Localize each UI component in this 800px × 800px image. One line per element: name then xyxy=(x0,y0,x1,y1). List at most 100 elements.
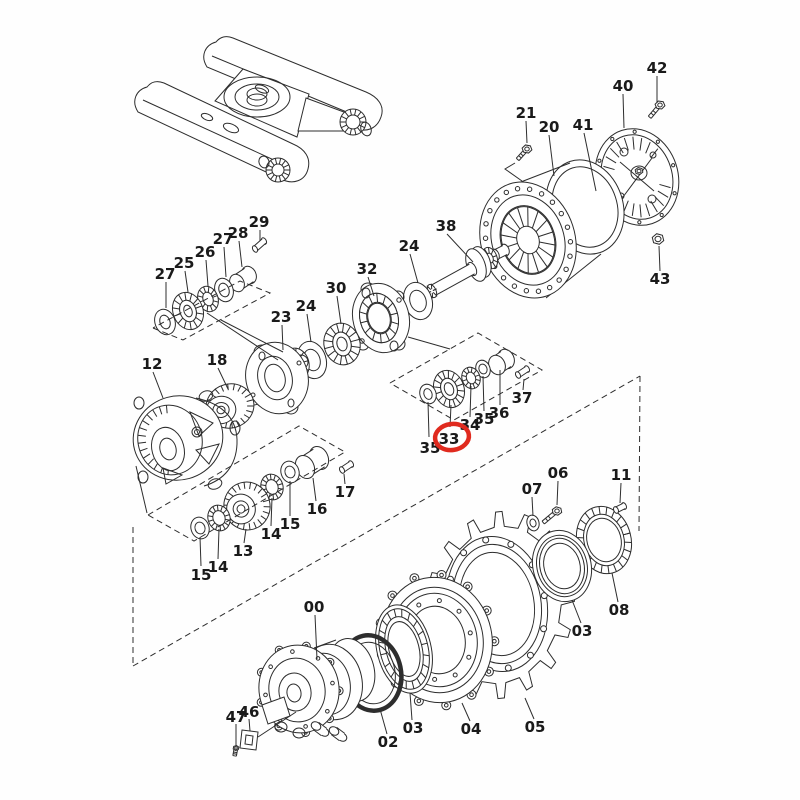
part-label-group-16-27: 16 xyxy=(307,477,328,518)
part-label-00: 00 xyxy=(304,598,325,616)
part-label-group-24-16: 24 xyxy=(296,297,316,343)
part-label-11: 11 xyxy=(611,466,632,484)
part-label-28: 28 xyxy=(228,224,249,242)
part-label-16: 16 xyxy=(307,500,328,518)
part-label-group-27-8: 27 xyxy=(213,230,234,278)
part-label-group-41-4: 41 xyxy=(573,116,597,192)
highlight-circle-33 xyxy=(432,421,472,453)
part-label-30: 30 xyxy=(326,279,347,297)
part-label-group-04-39: 04 xyxy=(461,702,481,738)
part-label-26: 26 xyxy=(195,243,216,261)
part-label-group-40-1: 40 xyxy=(613,77,634,129)
part-screw-47 xyxy=(232,744,240,757)
part-label-21: 21 xyxy=(516,104,537,122)
part-label-group-03-40: 03 xyxy=(403,692,423,737)
part-label-group-36-21: 36 xyxy=(489,370,510,422)
part-label-group-13-30: 13 xyxy=(233,528,254,560)
part-label-43: 43 xyxy=(650,270,671,288)
part-label-41: 41 xyxy=(573,116,594,134)
part-label-33: 33 xyxy=(439,430,460,448)
part-group-13-17 xyxy=(190,445,355,540)
part-label-group-15-28: 15 xyxy=(280,481,301,533)
part-label-group-25-10: 25 xyxy=(174,254,195,293)
part-label-group-30-15: 30 xyxy=(326,279,347,325)
part-label-46: 46 xyxy=(239,703,260,721)
part-label-38: 38 xyxy=(436,217,457,235)
part-label-37: 37 xyxy=(512,389,533,407)
part-label-36: 36 xyxy=(489,404,510,422)
part-label-20: 20 xyxy=(539,118,560,136)
part-bracket-46 xyxy=(239,729,259,751)
part-label-27: 27 xyxy=(213,230,234,248)
part-washer-24-right xyxy=(402,281,434,321)
part-label-17: 17 xyxy=(335,483,356,501)
part-label-27: 27 xyxy=(155,265,176,283)
part-label-47: 47 xyxy=(226,708,247,726)
part-seal-03-right xyxy=(531,529,593,603)
part-label-group-06-34: 06 xyxy=(548,464,569,506)
part-label-05: 05 xyxy=(525,718,546,736)
part-label-group-37-20: 37 xyxy=(512,378,533,407)
part-label-14: 14 xyxy=(208,558,229,576)
part-label-18: 18 xyxy=(207,351,228,369)
part-label-35: 35 xyxy=(474,410,495,428)
part-label-03: 03 xyxy=(572,622,593,640)
part-group-25-29 xyxy=(154,237,268,336)
part-label-08: 08 xyxy=(609,601,630,619)
construction-dashed-lines xyxy=(132,280,641,667)
part-label-13: 13 xyxy=(233,542,254,560)
part-label-32: 32 xyxy=(357,260,378,278)
part-label-group-35-22: 35 xyxy=(474,375,495,428)
part-label-12: 12 xyxy=(142,355,163,373)
part-bearing-30 xyxy=(323,322,361,366)
part-washer-07 xyxy=(526,514,540,532)
part-label-group-00-42: 00 xyxy=(304,598,325,660)
part-label-group-24-13: 24 xyxy=(399,237,420,284)
part-label-25: 25 xyxy=(174,254,195,272)
part-label-group-32-14: 32 xyxy=(357,260,378,297)
part-label-group-20-3: 20 xyxy=(539,118,560,177)
part-label-group-23-17: 23 xyxy=(271,308,292,351)
part-label-group-42-0: 42 xyxy=(647,59,667,103)
part-label-29: 29 xyxy=(249,213,270,231)
part-label-group-18-19: 18 xyxy=(207,351,229,390)
part-bolt-21 xyxy=(515,144,533,161)
part-label-group-02-41: 02 xyxy=(378,708,399,751)
part-label-group-15-32: 15 xyxy=(191,536,212,584)
part-label-group-29-6: 29 xyxy=(249,213,270,241)
part-label-group-21-2: 21 xyxy=(516,104,537,144)
part-label-group-28-7: 28 xyxy=(228,224,249,268)
part-label-group-03-37: 03 xyxy=(571,599,593,640)
part-travel-motor-00 xyxy=(256,638,376,742)
part-label-group-11-33: 11 xyxy=(611,466,632,504)
part-label-07: 07 xyxy=(522,480,543,498)
construction-solid-lines xyxy=(135,162,523,738)
part-label-24: 24 xyxy=(399,237,420,255)
part-ring-gear-03-bottom xyxy=(375,604,433,694)
part-carrier-32 xyxy=(351,282,411,354)
part-label-23: 23 xyxy=(271,308,292,326)
part-label-06: 06 xyxy=(548,464,569,482)
part-label-group-46-43: 46 xyxy=(239,703,260,732)
part-bolt-42 xyxy=(647,100,666,119)
part-label-group-12-18: 12 xyxy=(142,355,164,399)
part-label-02: 02 xyxy=(378,733,399,751)
part-label-group-08-36: 08 xyxy=(609,572,630,619)
part-label-group-27-11: 27 xyxy=(155,265,176,308)
part-label-group-26-9: 26 xyxy=(195,243,216,287)
part-label-group-05-38: 05 xyxy=(524,697,546,736)
part-seal-08 xyxy=(575,505,633,575)
part-pin-11 xyxy=(613,502,627,514)
part-label-15: 15 xyxy=(191,566,212,584)
part-label-40: 40 xyxy=(613,77,634,95)
part-nut-43 xyxy=(651,233,665,245)
part-label-group-07-35: 07 xyxy=(522,480,543,517)
part-label-15: 15 xyxy=(280,515,301,533)
part-label-group-47-44: 47 xyxy=(226,708,247,746)
part-housing-12 xyxy=(132,390,241,490)
part-label-group-14-29: 14 xyxy=(261,497,281,543)
part-track-frame xyxy=(134,36,383,183)
